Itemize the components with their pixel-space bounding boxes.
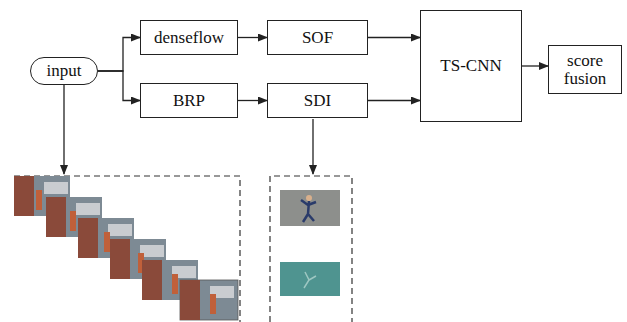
leader-arrow [63, 85, 64, 174]
leader-arrow [312, 119, 313, 174]
connector-arrow [368, 100, 420, 101]
input-terminal: input [30, 57, 98, 85]
node-label: SDI [304, 92, 331, 110]
node-label: score fusion [555, 52, 615, 88]
node-label: denseflow [154, 29, 224, 47]
process-box: SOF [267, 20, 368, 55]
node-label: BRP [173, 92, 205, 110]
connector-arrow [238, 100, 267, 101]
node-label: SOF [302, 29, 333, 47]
output-box: score fusion [548, 45, 622, 94]
node-label: TS-CNN [440, 57, 501, 75]
sdi-images [280, 190, 340, 296]
network-box: TS-CNN [420, 10, 522, 122]
dashed-frame [270, 176, 352, 322]
process-box: denseflow [140, 20, 238, 55]
connector-arrow [522, 65, 548, 66]
node-label: input [47, 62, 82, 80]
connector-arrow [98, 71, 140, 101]
process-box: SDI [267, 83, 368, 118]
connector-arrow [238, 37, 267, 38]
connector-arrow [368, 37, 420, 38]
connector-arrow [98, 38, 140, 72]
video-frames [14, 176, 238, 320]
process-box: BRP [140, 83, 238, 118]
dashed-frame [14, 176, 240, 322]
